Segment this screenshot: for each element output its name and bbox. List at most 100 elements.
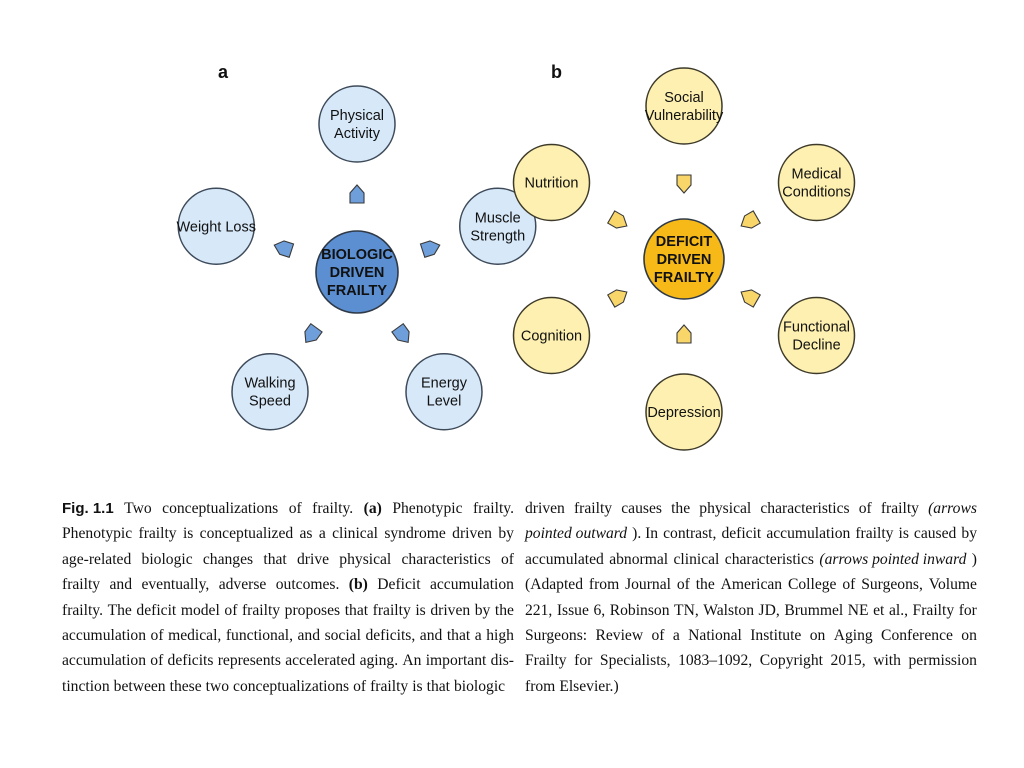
node-weight-loss-circle (177, 187, 255, 266)
caption-word: between (113, 677, 166, 695)
node-muscle-strength-label-line: Strength (470, 228, 525, 244)
caption-word: a (318, 525, 326, 543)
caption-word: (arrows pointed inward (819, 550, 967, 568)
node-walking-speed-label-line: Walking (244, 376, 295, 392)
caption-word: frailty (62, 576, 101, 594)
node-energy-level-label-line: Energy (421, 376, 468, 392)
caption-word: proposes (284, 601, 341, 619)
center-label-line: FRAILTY (654, 270, 714, 286)
caption-word: physical (339, 550, 392, 568)
node-social-vulnerability-label-line: Vulnerability (645, 108, 724, 124)
caption-word: frailty (370, 677, 409, 695)
caption-word: changes (202, 550, 254, 568)
arrow-outward-muscle-strength (419, 240, 441, 259)
caption-word: a (672, 627, 680, 645)
caption-word: Elsevier.) (559, 677, 619, 695)
caption-word: outcomes. (275, 576, 340, 594)
caption-word: the (671, 500, 691, 517)
center-label-line: FRAILTY (327, 283, 387, 299)
arrow-inward-functional-decline (740, 289, 761, 308)
caption-word: on (809, 627, 826, 645)
caption-word: 6, (593, 601, 606, 619)
node-cognition-circle (512, 296, 591, 375)
caption-word: (a) (363, 500, 382, 517)
node-muscle-strength-label-line: Muscle (475, 210, 521, 226)
caption-word: 221, (525, 601, 553, 619)
caption-word: conceptualizations (162, 500, 279, 517)
caption-word: permission (908, 652, 977, 670)
caption-word: Walston (703, 601, 754, 619)
node-walking-speed-circle (231, 352, 309, 431)
caption-word: deficit (136, 601, 177, 619)
caption-word: accumulation (429, 576, 514, 594)
caption-word: adverse (218, 576, 267, 594)
caption-word: deficits, (365, 627, 416, 645)
caption-word: frailty (241, 601, 281, 619)
node-physical-activity-label-line: Activity (334, 126, 381, 142)
caption-word: age-related (62, 550, 132, 568)
caption-word: The (107, 601, 132, 619)
node-cognition-label: Cognition (521, 329, 582, 345)
caption-word: Deficit (377, 576, 421, 594)
caption-word: of (150, 652, 164, 670)
panel-a-label: a (218, 62, 229, 82)
center-circle (643, 218, 725, 300)
caption-word: functional, (225, 627, 293, 645)
node-nutrition-label-line: Nutrition (524, 176, 578, 192)
caption-word: American (720, 576, 783, 594)
caption-word: et (873, 601, 885, 619)
arrow-inward-medical-conditions (740, 210, 761, 229)
caption-word: ) (971, 550, 977, 568)
node-cognition-label-line: Cognition (521, 329, 582, 345)
caption-word: from (588, 576, 620, 594)
caption-word: for (958, 601, 977, 619)
caption-word: driven (430, 601, 471, 619)
caption-word: clinical (673, 550, 720, 568)
center-label-line: BIOLOGIC (321, 247, 393, 263)
caption-word: that (344, 601, 369, 619)
caption-word: of (500, 550, 514, 568)
arrow-outward-energy-level (391, 322, 410, 344)
arrow-inward-cognition (607, 289, 628, 308)
caption-word: is (415, 601, 426, 619)
caption-word: Conference (881, 627, 953, 645)
caption-word: the (494, 601, 514, 619)
caption-word: abnormal (609, 550, 669, 568)
caption-word: (b) (348, 576, 368, 594)
arrow-outward-physical-activity (349, 184, 365, 204)
caption-word: drive (297, 550, 330, 568)
caption-word: as (299, 525, 313, 543)
caption-word: biologic (141, 550, 193, 568)
caption-word: Phenotypic (62, 525, 133, 543)
caption-word: 1083–1092, (678, 652, 753, 670)
caption-word: social (324, 627, 361, 645)
caption-word: by (498, 525, 514, 543)
caption-word: Institute (750, 627, 802, 645)
caption-word: physical (699, 500, 752, 517)
node-functional-decline-circle (777, 296, 856, 375)
caption-word: accumulation (766, 525, 851, 543)
caption-word: accelerated (285, 652, 356, 670)
node-nutrition-circle (512, 143, 591, 222)
caption-word: is (898, 525, 909, 543)
caption-word: al., (888, 601, 908, 619)
caption-word: of (842, 576, 856, 594)
caption-word: of (150, 627, 164, 645)
caption-word: and (419, 627, 443, 645)
caption-word: Aging (833, 627, 873, 645)
caption-word: 2015, (830, 652, 866, 670)
caption-word: Frailty (525, 652, 567, 670)
caption-word: accumulated (525, 550, 604, 568)
caption-word: driven (525, 500, 565, 517)
caption-word: Volume (928, 576, 977, 594)
panel-b-label: b (551, 62, 562, 82)
caption-word: frailty. (312, 500, 354, 517)
